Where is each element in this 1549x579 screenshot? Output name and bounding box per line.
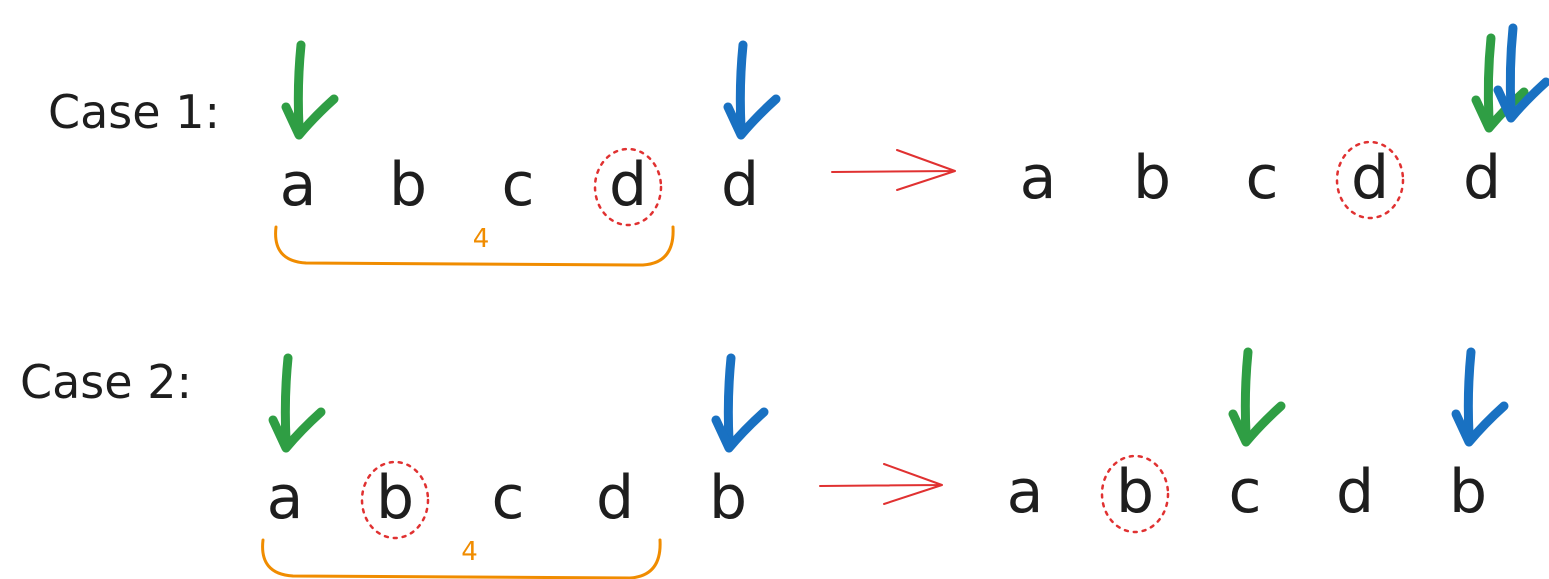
case-2-before-row: a b c d b 4 <box>261 353 769 579</box>
case-2-after-letter-2: c <box>1229 457 1262 527</box>
case-2-transition-arrow <box>819 463 943 505</box>
case-1-after-duplicate-circle <box>1335 140 1405 220</box>
case-2-before-right-pointer <box>711 353 769 453</box>
case-1-after-letter-0: a <box>1020 143 1057 213</box>
case-1-after-left-pointer <box>1471 33 1529 133</box>
case-1-after-letter-3: d <box>1351 143 1389 213</box>
case-2-before-window-count: 4 <box>461 537 478 567</box>
case-1-before-left-pointer <box>281 40 339 140</box>
case-2-before-letter-2: c <box>492 463 525 533</box>
case-1-group: Case 1: a b c d d 4 a b c d d <box>48 23 1549 267</box>
case-2-after-left-pointer <box>1228 347 1286 447</box>
case-1-label: Case 1: <box>48 85 220 139</box>
case-1-after-right-pointer <box>1493 23 1549 123</box>
case-1-before-window-count: 4 <box>473 224 490 254</box>
case-1-before-letter-0: a <box>280 150 317 220</box>
case-2-group: Case 2: a b c d b 4 a b c d b <box>20 347 1509 579</box>
case-1-after-letter-1: b <box>1133 143 1171 213</box>
case-1-before-letter-3: d <box>609 150 647 220</box>
case-2-label: Case 2: <box>20 355 192 409</box>
case-2-before-letter-4: b <box>709 463 747 533</box>
case-2-after-right-pointer <box>1451 347 1509 447</box>
case-2-before-letter-3: d <box>596 463 634 533</box>
case-2-after-letter-3: d <box>1336 457 1374 527</box>
case-2-before-left-pointer <box>268 353 326 453</box>
case-2-before-window-brace <box>261 538 662 579</box>
case-1-before-duplicate-circle <box>593 147 663 227</box>
case-1-before-row: a b c d d 4 <box>274 40 781 267</box>
case-2-after-duplicate-circle <box>1100 454 1170 534</box>
case-1-before-letter-1: b <box>389 150 427 220</box>
case-2-before-letter-0: a <box>267 463 304 533</box>
case-1-after-letter-4: d <box>1463 143 1501 213</box>
case-1-after-letter-2: c <box>1246 143 1279 213</box>
case-2-after-letter-0: a <box>1007 457 1044 527</box>
case-2-after-letter-1: b <box>1116 457 1154 527</box>
case-1-before-right-pointer <box>723 40 781 140</box>
case-1-before-window-brace <box>274 225 675 267</box>
case-2-after-letter-4: b <box>1449 457 1487 527</box>
case-2-before-duplicate-circle <box>360 460 430 540</box>
case-1-transition-arrow <box>831 149 956 191</box>
case-1-before-letter-4: d <box>721 150 759 220</box>
case-2-before-letter-1: b <box>376 463 414 533</box>
case-1-before-letter-2: c <box>502 150 535 220</box>
